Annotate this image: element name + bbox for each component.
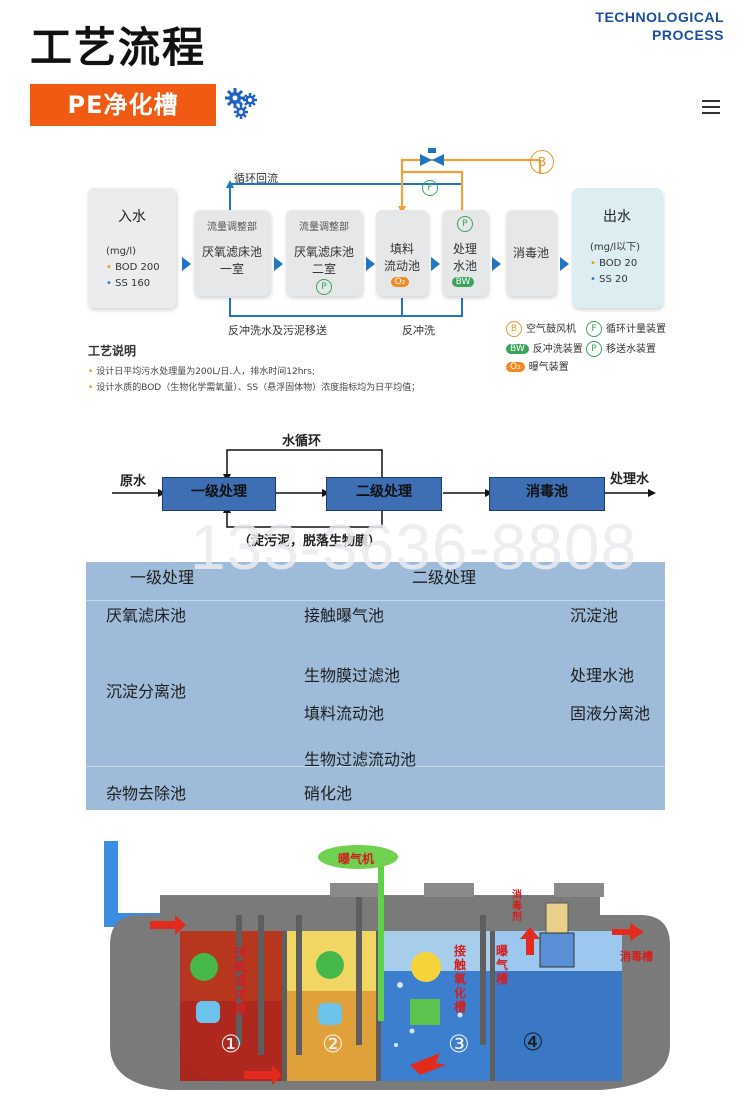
flow-arrow (366, 257, 375, 271)
inlet-ss: SS 160 (115, 278, 151, 289)
stage2-name: 厌氧滤床池 (293, 245, 354, 259)
section-badge: PE净化槽 (30, 84, 216, 126)
blower-icon: B (530, 150, 554, 174)
tank-drawing (104, 841, 670, 1090)
disinfectant-label: 消毒剂 (512, 890, 522, 923)
notes-title: 工艺说明 (88, 344, 137, 358)
outlet-bod: BOD 20 (599, 258, 638, 269)
disinfect-box-2: 消毒池 (489, 477, 605, 511)
table-cell: 固液分离池 (570, 704, 651, 723)
gears-icon (225, 88, 257, 119)
table-cell: 硝化池 (304, 784, 353, 803)
flowmeter-icon: F (422, 180, 438, 196)
outlet-box: 出水 (mg/l以下) • BOD 20 • SS 20 (572, 188, 662, 308)
stage-number: ② (322, 1030, 344, 1058)
sludge-label: （淀污泥，脱落生物膜） (238, 533, 382, 548)
table-header-secondary: 二级处理 (412, 568, 477, 587)
stage1-sub: 一室 (219, 262, 244, 276)
stage2-top: 流量调整部 (299, 222, 349, 233)
treated-water-label: 处理水 (610, 471, 650, 486)
stage-box-3: 填料 流动池 O₂ (376, 210, 428, 296)
inlet-unit: (mg/l) (106, 246, 137, 257)
phone-watermark: 133-3636-8808 (190, 511, 638, 583)
backwash-sludge-label: 反冲洗水及污泥移送 (228, 324, 327, 337)
aerator-badge: O₂ (390, 277, 410, 287)
pump-icon: P (316, 279, 332, 295)
table-cell: 生物膜过滤池 (304, 666, 401, 685)
table-cell: 填料流动池 (304, 704, 385, 723)
table-cell: 生物过滤流动池 (304, 750, 417, 769)
stage2-sub: 二室 (311, 262, 336, 276)
page-title: 工艺流程 (30, 23, 207, 72)
tech-line2: PROCESS (652, 27, 724, 43)
table-cell: 沉淀分离池 (106, 682, 187, 701)
disinfect-box: 消毒池 (506, 210, 556, 296)
outlet-unit: (mg/l以下) (590, 242, 641, 253)
stage-box-1: 流量调整部 厌氧滤床池 一室 (194, 210, 270, 296)
raw-water-label: 原水 (120, 473, 147, 488)
stage1-label: 厌氧滤床槽 (234, 946, 247, 1016)
stage-box-4: P 处理 水池 BW (442, 210, 488, 296)
section-subtitle: TECHNOLOGICAL PROCESS (595, 8, 724, 44)
backwash-badge: BW (451, 277, 475, 287)
stage-number: ④ (522, 1028, 544, 1056)
menu-icon[interactable] (702, 100, 720, 118)
inlet-title: 入水 (118, 209, 146, 225)
inlet-bod: BOD 200 (115, 262, 160, 273)
classification-table: 一级处理 二级处理 厌氧滤床池 沉淀分离池 杂物去除池 接触曝气池 生物膜过滤池… (86, 562, 665, 810)
primary-box: 一级处理 (162, 477, 276, 511)
disinfect-tank-label: 消毒槽 (620, 951, 653, 963)
pump-icon: P (457, 216, 473, 232)
note-2: • 设计水质的BOD（生物化学需氧量）、SS（悬浮固体物）浓度指标均为日平均值； (88, 383, 421, 393)
flow-arrow (182, 257, 191, 271)
outlet-ss: SS 20 (599, 274, 628, 285)
stage-box-2: 流量调整部 厌氧滤床池 二室 P (286, 210, 362, 296)
table-cell: 沉淀池 (570, 606, 619, 625)
aerator-label: 曝气机 (338, 852, 375, 866)
inlet-box: 入水 (mg/l) • BOD 200 • SS 160 (88, 188, 176, 308)
flow-arrow (274, 257, 283, 271)
stage1-name: 厌氧滤床池 (201, 245, 262, 259)
secondary-box: 二级处理 (326, 477, 442, 511)
stage3-line2: 流动池 (383, 259, 420, 273)
stage4-label: 曝气槽 (496, 944, 509, 986)
tech-line1: TECHNOLOGICAL (595, 9, 724, 25)
stage4-line2: 水池 (452, 259, 477, 273)
flow-arrow (431, 257, 440, 271)
note-1: • 设计日平均污水处理量为200L/日.人，排水时间12hrs; (88, 367, 315, 377)
stage4-line1: 处理 (452, 242, 477, 256)
water-cycle-label: 水循环 (282, 433, 322, 448)
stage3-label: 接触氧化槽 (454, 944, 467, 1014)
stage-number: ① (220, 1030, 242, 1058)
flow-arrow (560, 257, 569, 271)
table-cell: 杂物去除池 (106, 784, 187, 803)
table-cell: 厌氧滤床池 (106, 606, 187, 625)
table-cell: 接触曝气池 (304, 606, 385, 625)
backwash-label: 反冲洗 (402, 324, 435, 337)
stage-number: ③ (448, 1030, 470, 1058)
flow-arrow (492, 257, 501, 271)
outlet-title: 出水 (603, 209, 631, 225)
table-cell: 处理水池 (570, 666, 635, 685)
recycle-label: 循环回流 (234, 172, 278, 185)
table-header-primary: 一级处理 (130, 568, 195, 587)
stage1-top: 流量调整部 (207, 222, 257, 233)
stage3-line1: 填料 (389, 242, 414, 256)
